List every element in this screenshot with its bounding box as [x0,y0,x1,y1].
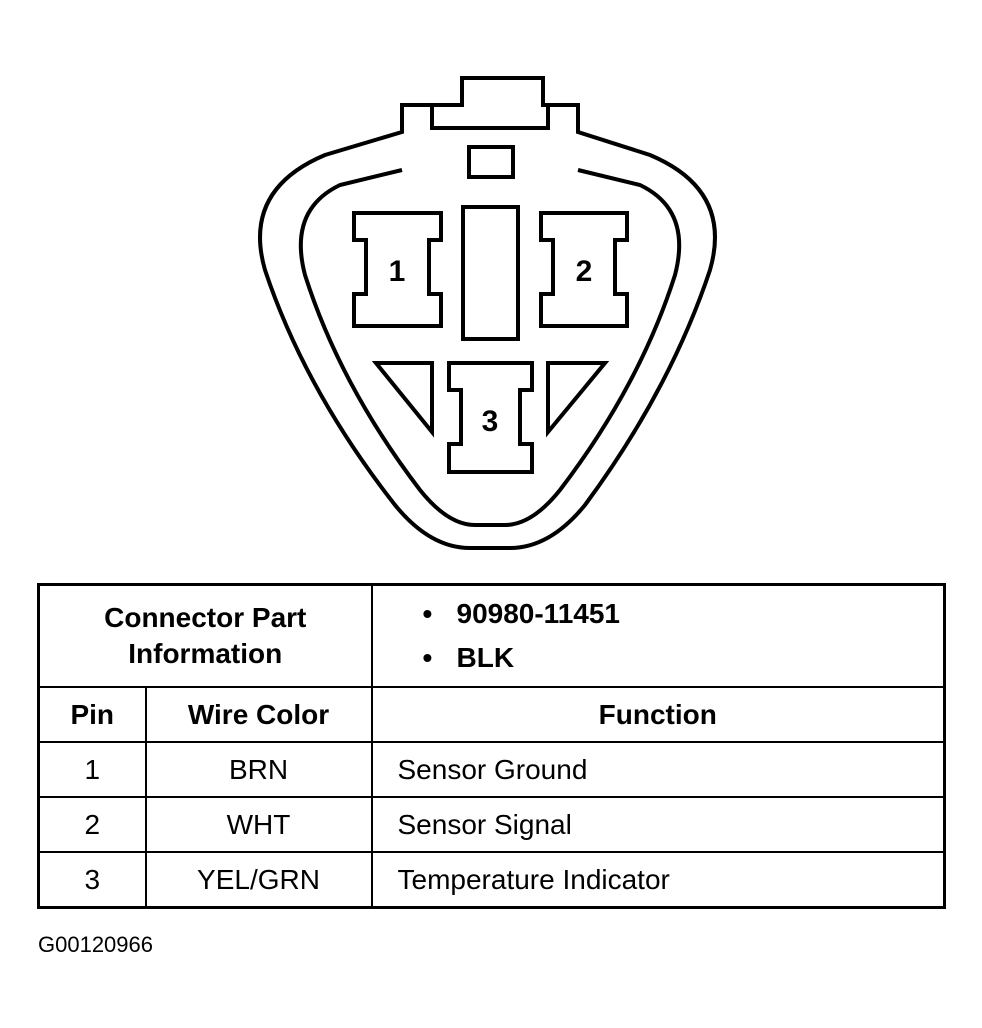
pin-3-number: 3 [482,405,499,438]
lower-left-wedge [371,361,434,438]
connector-inner-shell [430,105,550,130]
key-slot [467,145,515,179]
center-divider [461,205,520,341]
header-wire-color: Wire Color [144,686,373,743]
connector-inner-cavity [298,168,682,527]
wire-color-cell: WHT [144,796,373,853]
figure-id: G00120966 [38,932,153,957]
header-pin: Pin [37,686,147,743]
table-row: 2 WHT Sensor Signal [37,796,946,853]
pin-cell: 3 [37,851,147,909]
pin-1-number: 1 [389,255,406,288]
connector-face-diagram: 1 2 3 [258,76,717,550]
pin-2-terminal [539,211,629,328]
table-header-row: Pin Wire Color Function [37,686,946,743]
part-info-values-cell: 90980-11451 BLK [370,583,946,688]
part-info-list: 90980-11451 BLK [425,592,944,680]
connector-info-table: Connector Part Information 90980-11451 B… [37,583,946,909]
function-cell: Temperature Indicator [370,851,946,909]
part-number: 90980-11451 [425,592,944,636]
pin-cell: 2 [37,796,147,853]
wire-color-cell: BRN [144,741,373,798]
header-function: Function [370,686,946,743]
pin-1-terminal [352,211,443,328]
pin-cell: 1 [37,741,147,798]
lower-right-wedge [546,361,610,438]
table-row: 1 BRN Sensor Ground [37,741,946,798]
part-info-label-line1: Connector Part [104,602,307,633]
function-cell: Sensor Signal [370,796,946,853]
connector-color: BLK [425,636,944,680]
part-info-row: Connector Part Information 90980-11451 B… [37,583,946,688]
pin-2-number: 2 [576,255,593,288]
pin-3-terminal [447,361,534,474]
connector-outer-shell [258,76,717,550]
function-cell: Sensor Ground [370,741,946,798]
table-row: 3 YEL/GRN Temperature Indicator [37,851,946,909]
part-info-label-cell: Connector Part Information [37,583,373,688]
part-info-label-line2: Information [128,638,283,669]
wire-color-cell: YEL/GRN [144,851,373,909]
